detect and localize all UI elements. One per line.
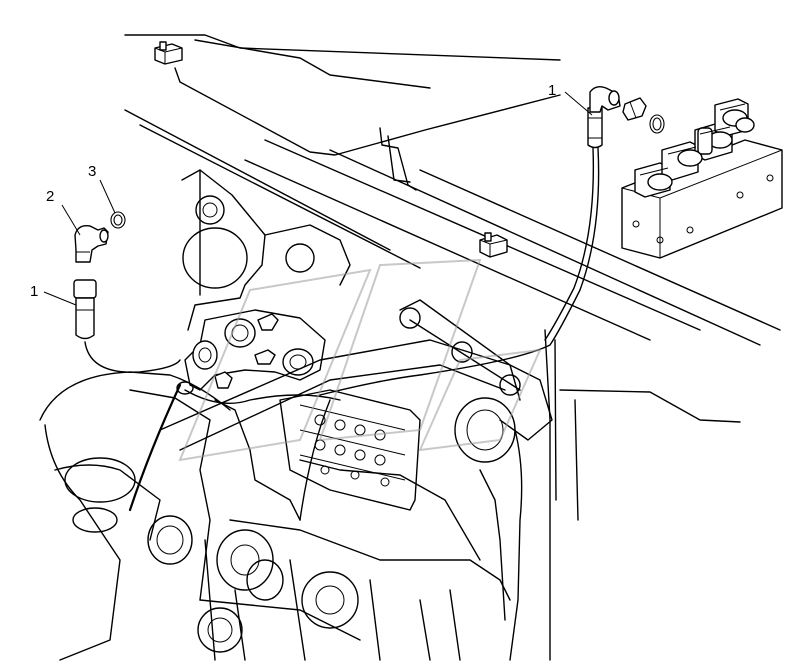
lower-hose-routing: [128, 383, 341, 521]
callout-right-hose: 1: [548, 82, 556, 99]
right-fitting-assembly: [587, 85, 665, 149]
leader-lines: [43, 91, 593, 306]
left-hose: [73, 279, 181, 373]
callout-left-oring: 3: [88, 163, 96, 180]
callout-left-elbow: 2: [46, 188, 54, 205]
valve-block: [621, 98, 783, 259]
left-elbow-fitting: [74, 225, 109, 263]
left-oring: [110, 211, 126, 229]
watermark-logo: [178, 258, 542, 462]
lower-gear-assembly: [197, 529, 461, 661]
panel-clip-top: [154, 41, 183, 65]
pivot-bracket: [176, 309, 326, 395]
main-chassis-frame: [39, 169, 579, 661]
lower-manifold: [279, 389, 421, 511]
right-hose-line: [319, 147, 600, 396]
panel-clip-mid: [479, 232, 508, 258]
callout-left-hose: 1: [30, 283, 38, 300]
upper-frame-panel: [124, 34, 781, 423]
